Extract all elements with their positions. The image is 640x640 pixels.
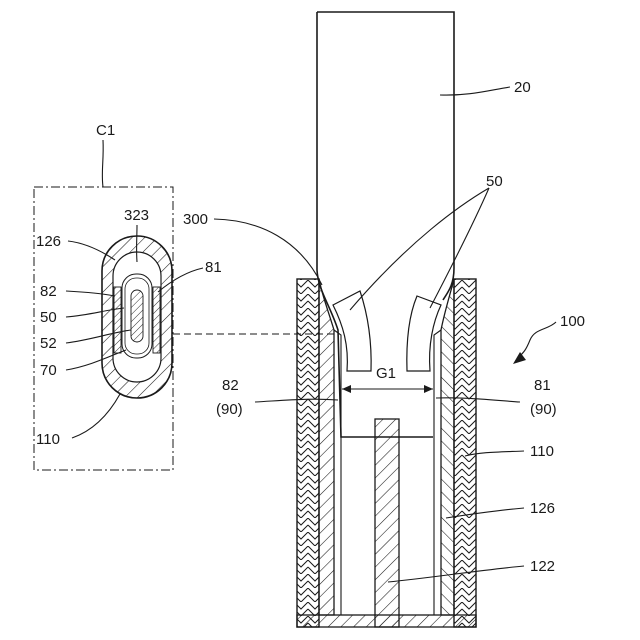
wall-126-right (441, 279, 454, 615)
label-g1: G1 (376, 365, 396, 382)
label-52: 52 (40, 335, 57, 352)
label-82-detail: 82 (40, 283, 57, 300)
leader-300 (214, 219, 322, 285)
label-90-right: (90) (530, 401, 557, 418)
label-82: 82 (222, 377, 239, 394)
label-122: 122 (530, 558, 555, 575)
label-c1: C1 (96, 122, 115, 139)
wall-110-right (454, 279, 476, 627)
label-126: 126 (530, 500, 555, 517)
leader-110-detail (72, 394, 120, 438)
label-90-left: (90) (216, 401, 243, 418)
label-81-detail: 81 (205, 259, 222, 276)
label-50-detail: 50 (40, 309, 57, 326)
c1-leader (102, 140, 103, 187)
member-20-right (317, 12, 454, 300)
core-52-detail (131, 290, 143, 342)
wall-110-left (297, 279, 319, 627)
wall-126-left (319, 279, 334, 615)
g1-arrow-right (424, 385, 433, 393)
layer-81 (434, 330, 441, 615)
label-300: 300 (183, 211, 208, 228)
label-20: 20 (514, 79, 531, 96)
g1-arrow-left (342, 385, 351, 393)
leader-100 (518, 322, 556, 358)
arrow-100-head (513, 352, 526, 364)
label-100: 100 (560, 313, 585, 330)
label-70: 70 (40, 362, 57, 379)
label-81: 81 (534, 377, 551, 394)
label-110-detail: 110 (36, 431, 60, 448)
leader-20 (440, 87, 510, 95)
label-323: 323 (124, 207, 149, 224)
label-110: 110 (530, 443, 554, 460)
main-section-view (214, 12, 556, 627)
layer-82-detail (114, 287, 121, 353)
label-126-detail: 126 (36, 233, 61, 250)
detail-view-c1 (34, 140, 203, 470)
label-50: 50 (486, 173, 503, 190)
post-122 (375, 419, 399, 627)
layer-81-detail (153, 287, 160, 353)
